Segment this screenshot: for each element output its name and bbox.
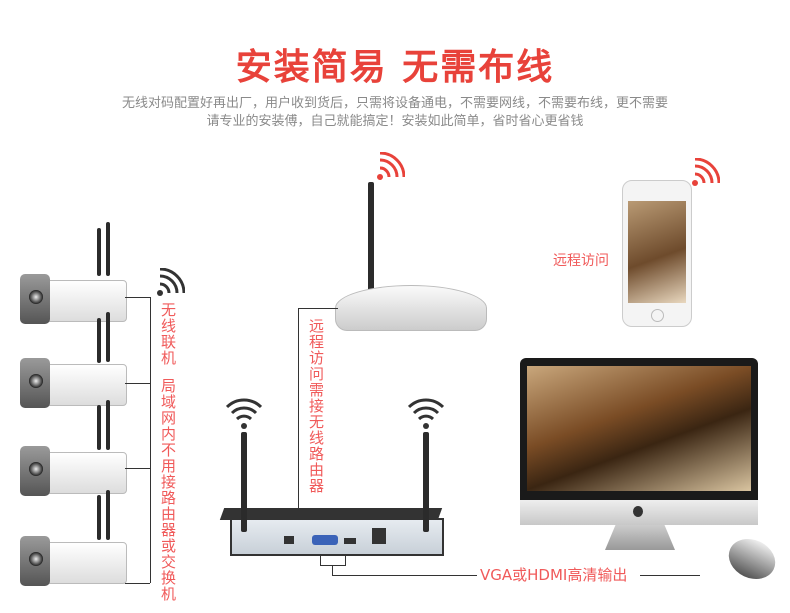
wifi-icon: [408, 398, 444, 429]
camera-antenna: [106, 490, 110, 540]
camera-antenna: [106, 222, 110, 276]
bracket-tick: [125, 297, 150, 298]
wifi-icon: [157, 268, 185, 296]
camera-4: [20, 530, 127, 588]
router-antenna: [368, 182, 374, 292]
lan-note-label: 局域网内不用接路由器或交换机: [159, 378, 177, 602]
bracket-tick: [125, 583, 150, 584]
vga-port: [312, 535, 338, 545]
bracket-line: [150, 297, 151, 583]
monitor-screen: [527, 366, 751, 491]
camera-antenna: [106, 312, 110, 362]
smartphone: [622, 180, 692, 327]
subtitle-line-1: 无线对码配置好再出厂，用户收到货后，只需将设备通电，不需要网线，不需要布线，更不…: [121, 96, 668, 111]
video-cable: [320, 555, 321, 565]
home-button: [651, 309, 664, 322]
camera-antenna: [106, 400, 110, 450]
monitor-chin: [520, 500, 758, 525]
wireless-link-label: 无线联机: [159, 302, 177, 366]
remote-access-label: 远程访问: [553, 253, 609, 269]
subtitle-line-2: 请专业的安装傅，自己就能搞定！安装如此简单，省时省心更省钱: [206, 114, 584, 129]
monitor: [520, 358, 758, 525]
mouse: [722, 531, 782, 587]
bracket-tick: [125, 468, 150, 469]
router-wifi-icon: [377, 152, 405, 180]
router-note-label: 远程访问需接无线路由器: [307, 318, 325, 494]
router-cable: [298, 308, 338, 309]
nvr-antenna: [241, 432, 247, 532]
camera-1: [20, 268, 127, 326]
video-cable: [640, 575, 700, 576]
router-cable: [298, 308, 299, 540]
wifi-icon: [226, 398, 262, 429]
phone-wifi-icon: [692, 158, 720, 186]
video-cable: [320, 565, 346, 566]
monitor-stand: [605, 525, 675, 550]
camera-2: [20, 352, 127, 410]
video-output-label: VGA或HDMI高清输出: [480, 566, 628, 584]
video-cable: [332, 575, 477, 576]
bracket-tick: [125, 383, 150, 384]
camera-antenna: [97, 318, 101, 363]
nvr-recorder: [230, 518, 444, 556]
camera-antenna: [97, 405, 101, 450]
camera-antenna: [97, 228, 101, 276]
apple-logo-icon: [633, 506, 643, 517]
nvr-antenna: [423, 432, 429, 532]
camera-3: [20, 440, 127, 498]
ethernet-port: [284, 536, 294, 544]
wireless-router: [335, 285, 487, 331]
page-title: 安装简易 无需布线: [235, 47, 555, 88]
phone-screen: [628, 201, 686, 303]
hdmi-port: [344, 538, 356, 544]
usb-ports: [372, 528, 386, 544]
video-cable: [345, 555, 346, 565]
camera-antenna: [97, 495, 101, 540]
video-cable: [332, 565, 333, 575]
